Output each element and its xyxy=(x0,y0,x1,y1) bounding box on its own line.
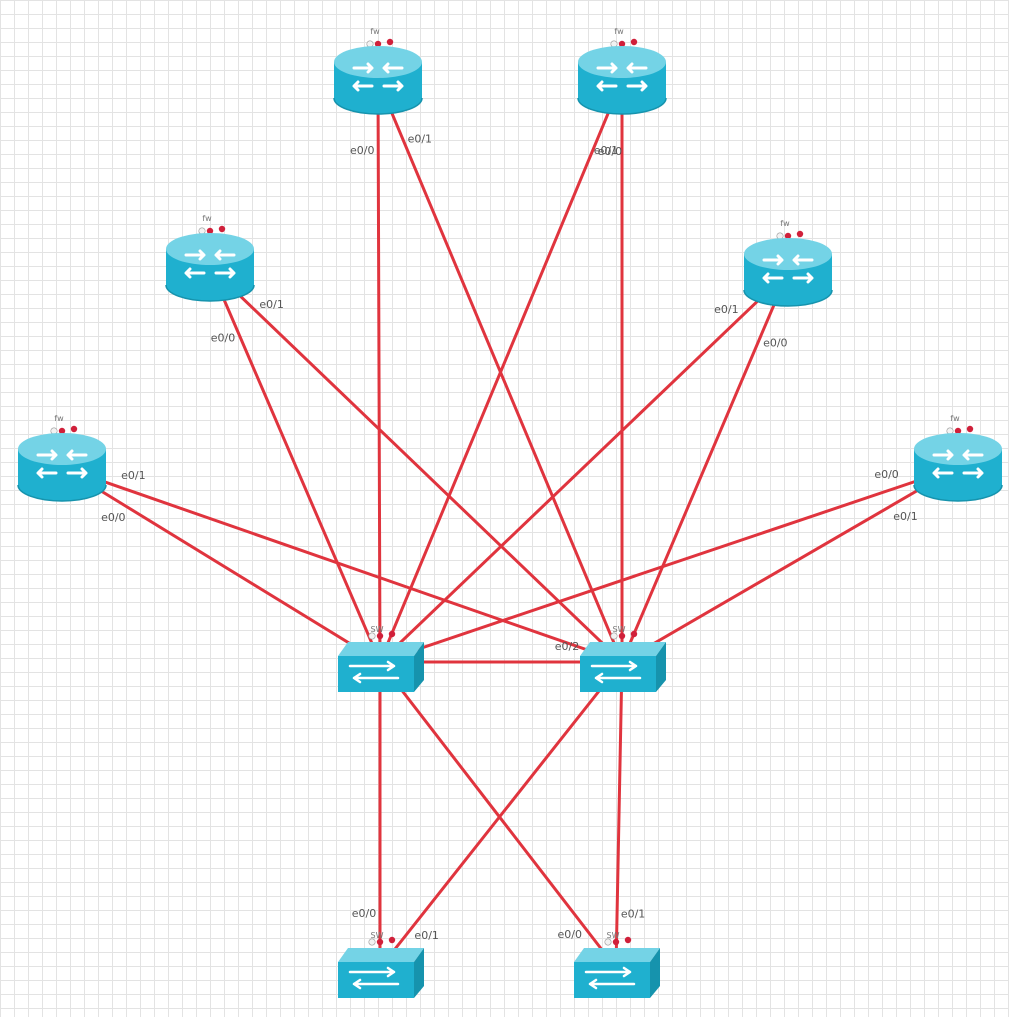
link-r2-s1[interactable] xyxy=(378,78,624,664)
status-led-icon xyxy=(966,425,974,433)
link-r6-s1[interactable] xyxy=(378,465,960,664)
status-led-icon xyxy=(374,40,382,48)
port-label: e0/1 xyxy=(121,469,145,482)
status-led-icon xyxy=(58,427,66,435)
port-label: e0/1 xyxy=(893,510,917,523)
device-name-label: fw xyxy=(202,214,212,223)
router-icon xyxy=(913,433,1003,502)
port-label: e0/2 xyxy=(555,640,579,653)
status-led-icon xyxy=(630,630,638,638)
status-led-icon xyxy=(624,936,632,944)
port-label: e0/0 xyxy=(350,144,374,157)
device-name-label: fw xyxy=(780,219,790,228)
router-icon xyxy=(743,238,833,307)
status-led-icon xyxy=(386,38,394,46)
link-r3-s2[interactable] xyxy=(208,265,624,664)
port-label: e0/1 xyxy=(594,144,618,157)
link-r4-s1[interactable] xyxy=(378,270,790,664)
status-led-icon xyxy=(368,632,376,640)
port-label: e0/0 xyxy=(211,332,235,345)
device-name-label: SW xyxy=(613,625,626,634)
device-name-label: SW xyxy=(371,931,384,940)
switch-icon xyxy=(338,948,424,998)
switch-s1[interactable]: SW xyxy=(338,625,424,692)
link-r3-s1[interactable] xyxy=(208,265,382,664)
status-led-icon xyxy=(954,427,962,435)
links-layer xyxy=(60,78,960,970)
router-r3[interactable]: fw xyxy=(165,214,255,302)
status-led-icon xyxy=(206,227,214,235)
link-r5-s2[interactable] xyxy=(60,465,624,664)
device-name-label: fw xyxy=(370,27,380,36)
switch-icon xyxy=(580,642,666,692)
port-label: e0/1 xyxy=(621,907,645,920)
router-r5[interactable]: fw xyxy=(17,414,107,502)
link-s4-s1[interactable] xyxy=(378,660,618,970)
status-led-icon xyxy=(218,225,226,233)
router-icon xyxy=(333,46,423,115)
link-r6-s2[interactable] xyxy=(620,465,960,664)
device-name-label: SW xyxy=(371,625,384,634)
port-label: e0/1 xyxy=(259,298,283,311)
port-label: e0/0 xyxy=(101,511,125,524)
device-name-label: fw xyxy=(950,414,960,423)
router-r6[interactable]: fw xyxy=(913,414,1003,502)
router-icon xyxy=(17,433,107,502)
device-name-label: fw xyxy=(54,414,64,423)
port-label: e0/1 xyxy=(714,303,738,316)
port-label: e0/1 xyxy=(414,929,438,942)
port-label: e0/0 xyxy=(874,468,898,481)
router-icon xyxy=(577,46,667,115)
router-r1[interactable]: fw xyxy=(333,27,423,115)
link-r1-s1[interactable] xyxy=(376,78,382,664)
switch-s4[interactable]: SW xyxy=(574,931,660,998)
status-led-icon xyxy=(70,425,78,433)
device-name-label: SW xyxy=(607,931,620,940)
port-label: e0/0 xyxy=(598,145,622,158)
status-led-icon xyxy=(630,38,638,46)
router-r2[interactable]: fw xyxy=(577,27,667,115)
status-led-icon xyxy=(368,938,376,946)
link-r4-s2[interactable] xyxy=(620,270,790,664)
switch-icon xyxy=(574,948,660,998)
switch-s3[interactable]: SW xyxy=(338,931,424,998)
status-led-icon xyxy=(388,630,396,638)
status-led-icon xyxy=(612,938,620,946)
status-led-icon xyxy=(610,632,618,640)
port-label: e0/0 xyxy=(352,907,376,920)
router-r4[interactable]: fw xyxy=(743,219,833,307)
port-label: e0/0 xyxy=(557,928,581,941)
status-led-icon xyxy=(618,40,626,48)
status-led-icon xyxy=(796,230,804,238)
router-icon xyxy=(165,233,255,302)
status-led-icon xyxy=(618,632,626,640)
status-led-icon xyxy=(388,936,396,944)
link-r5-s1[interactable] xyxy=(60,465,382,664)
link-s4-s2[interactable] xyxy=(614,660,624,970)
port-label: e0/1 xyxy=(408,132,432,145)
status-led-icon xyxy=(376,632,384,640)
status-led-icon xyxy=(376,938,384,946)
status-led-icon xyxy=(784,232,792,240)
status-led-icon xyxy=(604,938,612,946)
switch-icon xyxy=(338,642,424,692)
switch-s2[interactable]: SW xyxy=(580,625,666,692)
device-name-label: fw xyxy=(614,27,624,36)
port-label: e0/0 xyxy=(763,337,787,350)
link-s3-s2[interactable] xyxy=(378,660,624,970)
